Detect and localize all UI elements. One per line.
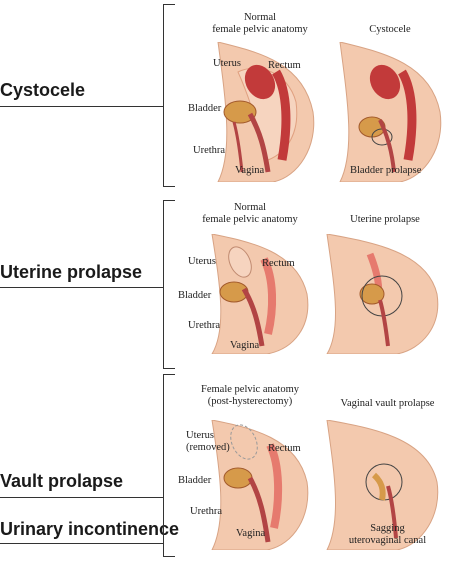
p2-label-uterus: Uterus xyxy=(188,256,216,267)
p3-label-urethra: Urethra xyxy=(190,506,223,517)
bracket-1-bottom xyxy=(163,186,175,187)
p1-label-urethra: Urethra xyxy=(193,145,226,156)
p2-label-bladder: Bladder xyxy=(178,290,212,301)
label-vault-prolapse: Vault prolapse xyxy=(0,471,124,491)
bracket-2 xyxy=(163,200,164,368)
p2-label-rectum: Rectum xyxy=(262,258,295,269)
panel3-left-caption: Female pelvic anatomy (post-hysterectomy… xyxy=(201,384,299,407)
bracket-1 xyxy=(163,4,164,186)
p3-label-vagina: Vagina xyxy=(236,528,266,539)
panel3-vault-prolapse-illustration xyxy=(326,420,439,550)
panel1-cystocele-illustration xyxy=(339,42,442,182)
p3-label-bladder: Bladder xyxy=(178,475,212,486)
p3-label-sagging: Sagging uterovaginal canal xyxy=(348,523,427,546)
panel2-left-caption: Normal female pelvic anatomy xyxy=(202,202,298,225)
bracket-1-top xyxy=(163,4,175,5)
panel1-right-caption: Cystocele xyxy=(369,24,411,35)
connector-vault xyxy=(0,497,163,498)
p3-label-uterus-removed: Uterus (removed) xyxy=(186,430,230,453)
connector-cystocele xyxy=(0,106,163,107)
label-uterine-prolapse: Uterine prolapse xyxy=(0,262,143,282)
p2-label-urethra: Urethra xyxy=(188,320,221,331)
p1-label-bladder: Bladder xyxy=(188,103,222,114)
p1-label-rectum: Rectum xyxy=(268,60,301,71)
label-urinary-incontinence: Urinary incontinence xyxy=(0,519,180,539)
p3-label-rectum: Rectum xyxy=(268,443,301,454)
panel3-post-hysterectomy-illustration xyxy=(211,420,309,550)
bracket-3-top xyxy=(163,374,175,375)
bracket-3 xyxy=(163,374,164,556)
p1-label-vagina: Vagina xyxy=(235,165,265,176)
p2-label-vagina: Vagina xyxy=(230,340,260,351)
bracket-2-bottom xyxy=(163,368,175,369)
panel2-normal-illustration xyxy=(211,234,309,354)
p1-label-bladder-prolapse: Bladder prolapse xyxy=(350,165,422,176)
bracket-2-top xyxy=(163,200,175,201)
connector-incontinence xyxy=(0,543,163,544)
p1-label-uterus: Uterus xyxy=(213,58,241,69)
panel1-left-caption: Normal female pelvic anatomy xyxy=(212,12,308,35)
panel3-right-caption: Vaginal vault prolapse xyxy=(340,398,435,409)
panel2-right-caption: Uterine prolapse xyxy=(350,214,420,225)
connector-uterine xyxy=(0,287,163,288)
label-cystocele: Cystocele xyxy=(0,80,86,100)
panel2-uterine-prolapse-illustration xyxy=(326,234,439,354)
panel1-normal-illustration xyxy=(217,42,315,182)
bracket-3-bottom xyxy=(163,556,175,557)
